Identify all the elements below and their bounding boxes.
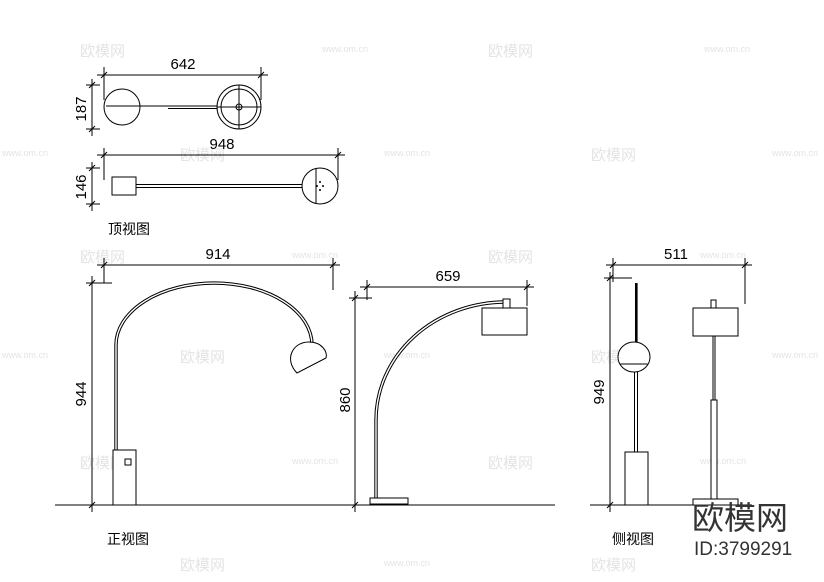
watermark-logo: 欧模网 (488, 42, 533, 60)
watermark-logo: 欧模网 (180, 348, 225, 366)
watermark-site: www.om.cn (771, 148, 818, 158)
dimension-tick (100, 151, 108, 159)
arc-lamp-dome-shade (617, 341, 651, 373)
dimension-tick (329, 261, 337, 269)
watermark-site: www.om.cn (321, 44, 368, 54)
side-drum-lamp (692, 299, 739, 506)
shade-mount-dot (319, 181, 321, 183)
dimension-width: 914 (97, 246, 340, 290)
drum-lamp-lower-pole (710, 399, 718, 500)
dimension-width: 511 (606, 246, 752, 304)
drum-lamp-shade (481, 307, 528, 336)
dimension-width: 948 (97, 136, 345, 180)
dimension-value: 187 (73, 96, 90, 121)
drum-lamp-shade-cap (710, 299, 717, 309)
front-view-arc-lamp: 914 944 (73, 246, 340, 512)
dimension-tick (88, 125, 96, 133)
top-view-plan-2: 948 146 顶视图 (73, 136, 345, 238)
watermark-site: www.om.cn (383, 350, 430, 360)
dimension-tick (606, 274, 614, 282)
watermark-site: www.om.cn (291, 250, 338, 260)
arc-lamp-dome-shade (290, 341, 327, 374)
brand-stamp: 欧模网 ID:3799291 (692, 499, 792, 560)
brand-logo-text: 欧模网 (692, 499, 788, 537)
side-view-label: 侧视图 (612, 532, 654, 548)
dimension-tick (609, 261, 617, 269)
lamp-base-plan (111, 176, 137, 196)
watermark-logo: 欧模网 (591, 146, 636, 164)
watermark-site: www.om.cn (771, 350, 818, 360)
dimension-value: 642 (170, 56, 195, 73)
dimension-tick (100, 71, 108, 79)
dimension-value: 511 (664, 246, 688, 263)
front-view-drum-lamp: 659 860 (337, 268, 534, 512)
watermark-logo: 欧模网 (591, 556, 636, 574)
dimension-width: 659 (360, 268, 534, 306)
watermark-logo: 欧模网 (488, 248, 533, 266)
dimension-value: 948 (209, 136, 234, 153)
top-view-label: 顶视图 (108, 222, 150, 238)
watermark-site: www.om.cn (1, 148, 48, 158)
top-view-plan-1: 642 187 (73, 56, 268, 136)
arc-lamp-base (112, 449, 137, 506)
watermark-logo: 欧模网 (180, 556, 225, 574)
dimension-tick (363, 283, 371, 291)
dimension-tick (334, 151, 342, 159)
dimension-depth: 146 (73, 162, 100, 211)
dimension-height: 944 (73, 276, 112, 512)
drum-lamp-shade-cap (502, 298, 511, 309)
dimension-tick (88, 200, 96, 208)
dimension-depth: 187 (73, 79, 100, 136)
shade-center-mark (235, 103, 243, 111)
dimension-value: 659 (435, 268, 460, 285)
dimension-tick (88, 164, 96, 172)
watermark-logo: 欧模网 (488, 454, 533, 472)
dimension-tick (88, 279, 96, 287)
dimension-value: 949 (591, 379, 608, 404)
side-arc-lamp (617, 283, 651, 506)
watermark-logo: 欧模网 (80, 42, 125, 60)
drum-lamp-pole-core (375, 301, 507, 498)
dimension-value: 914 (205, 246, 230, 263)
arc-lamp-pole (114, 281, 314, 450)
watermark-site: www.om.cn (699, 250, 746, 260)
model-id: ID:3799291 (694, 539, 792, 560)
dimension-height: 860 (337, 291, 372, 512)
watermark-site: www.om.cn (699, 456, 746, 466)
watermark-site: www.om.cn (291, 456, 338, 466)
dimension-value: 146 (73, 174, 90, 199)
drum-lamp-base (369, 497, 409, 505)
watermark-site: www.om.cn (383, 558, 430, 568)
dimension-tick (100, 261, 108, 269)
arc-lamp-arm-end (635, 283, 638, 342)
dimension-value: 944 (73, 381, 90, 406)
shade-mount-dot (322, 185, 324, 187)
front-view-label: 正视图 (107, 532, 149, 548)
shade-mount-dot (319, 189, 321, 191)
watermark-site: www.om.cn (703, 44, 750, 54)
dimension-tick (351, 294, 359, 302)
lamp-base-plan (103, 88, 141, 126)
dimension-value: 860 (337, 387, 354, 412)
dimension-width: 642 (97, 56, 268, 100)
arc-lamp-pole-core (115, 282, 313, 450)
drum-lamp-shade (692, 307, 739, 337)
watermark-site: www.om.cn (1, 350, 48, 360)
side-view: 511 949 侧视图 (590, 246, 752, 548)
watermark-logo: 欧模网 (80, 248, 125, 266)
dimension-tick (257, 71, 265, 79)
dimension-height: 949 (591, 272, 632, 512)
dimension-tick (523, 283, 531, 291)
arc-lamp-base (624, 451, 649, 506)
base-switch-mark (124, 458, 132, 466)
dimension-tick (741, 261, 749, 269)
lamp-shade-plan (301, 167, 339, 205)
shade-mount-dot (316, 185, 318, 187)
watermark-site: www.om.cn (383, 148, 430, 158)
dimension-tick (88, 81, 96, 89)
